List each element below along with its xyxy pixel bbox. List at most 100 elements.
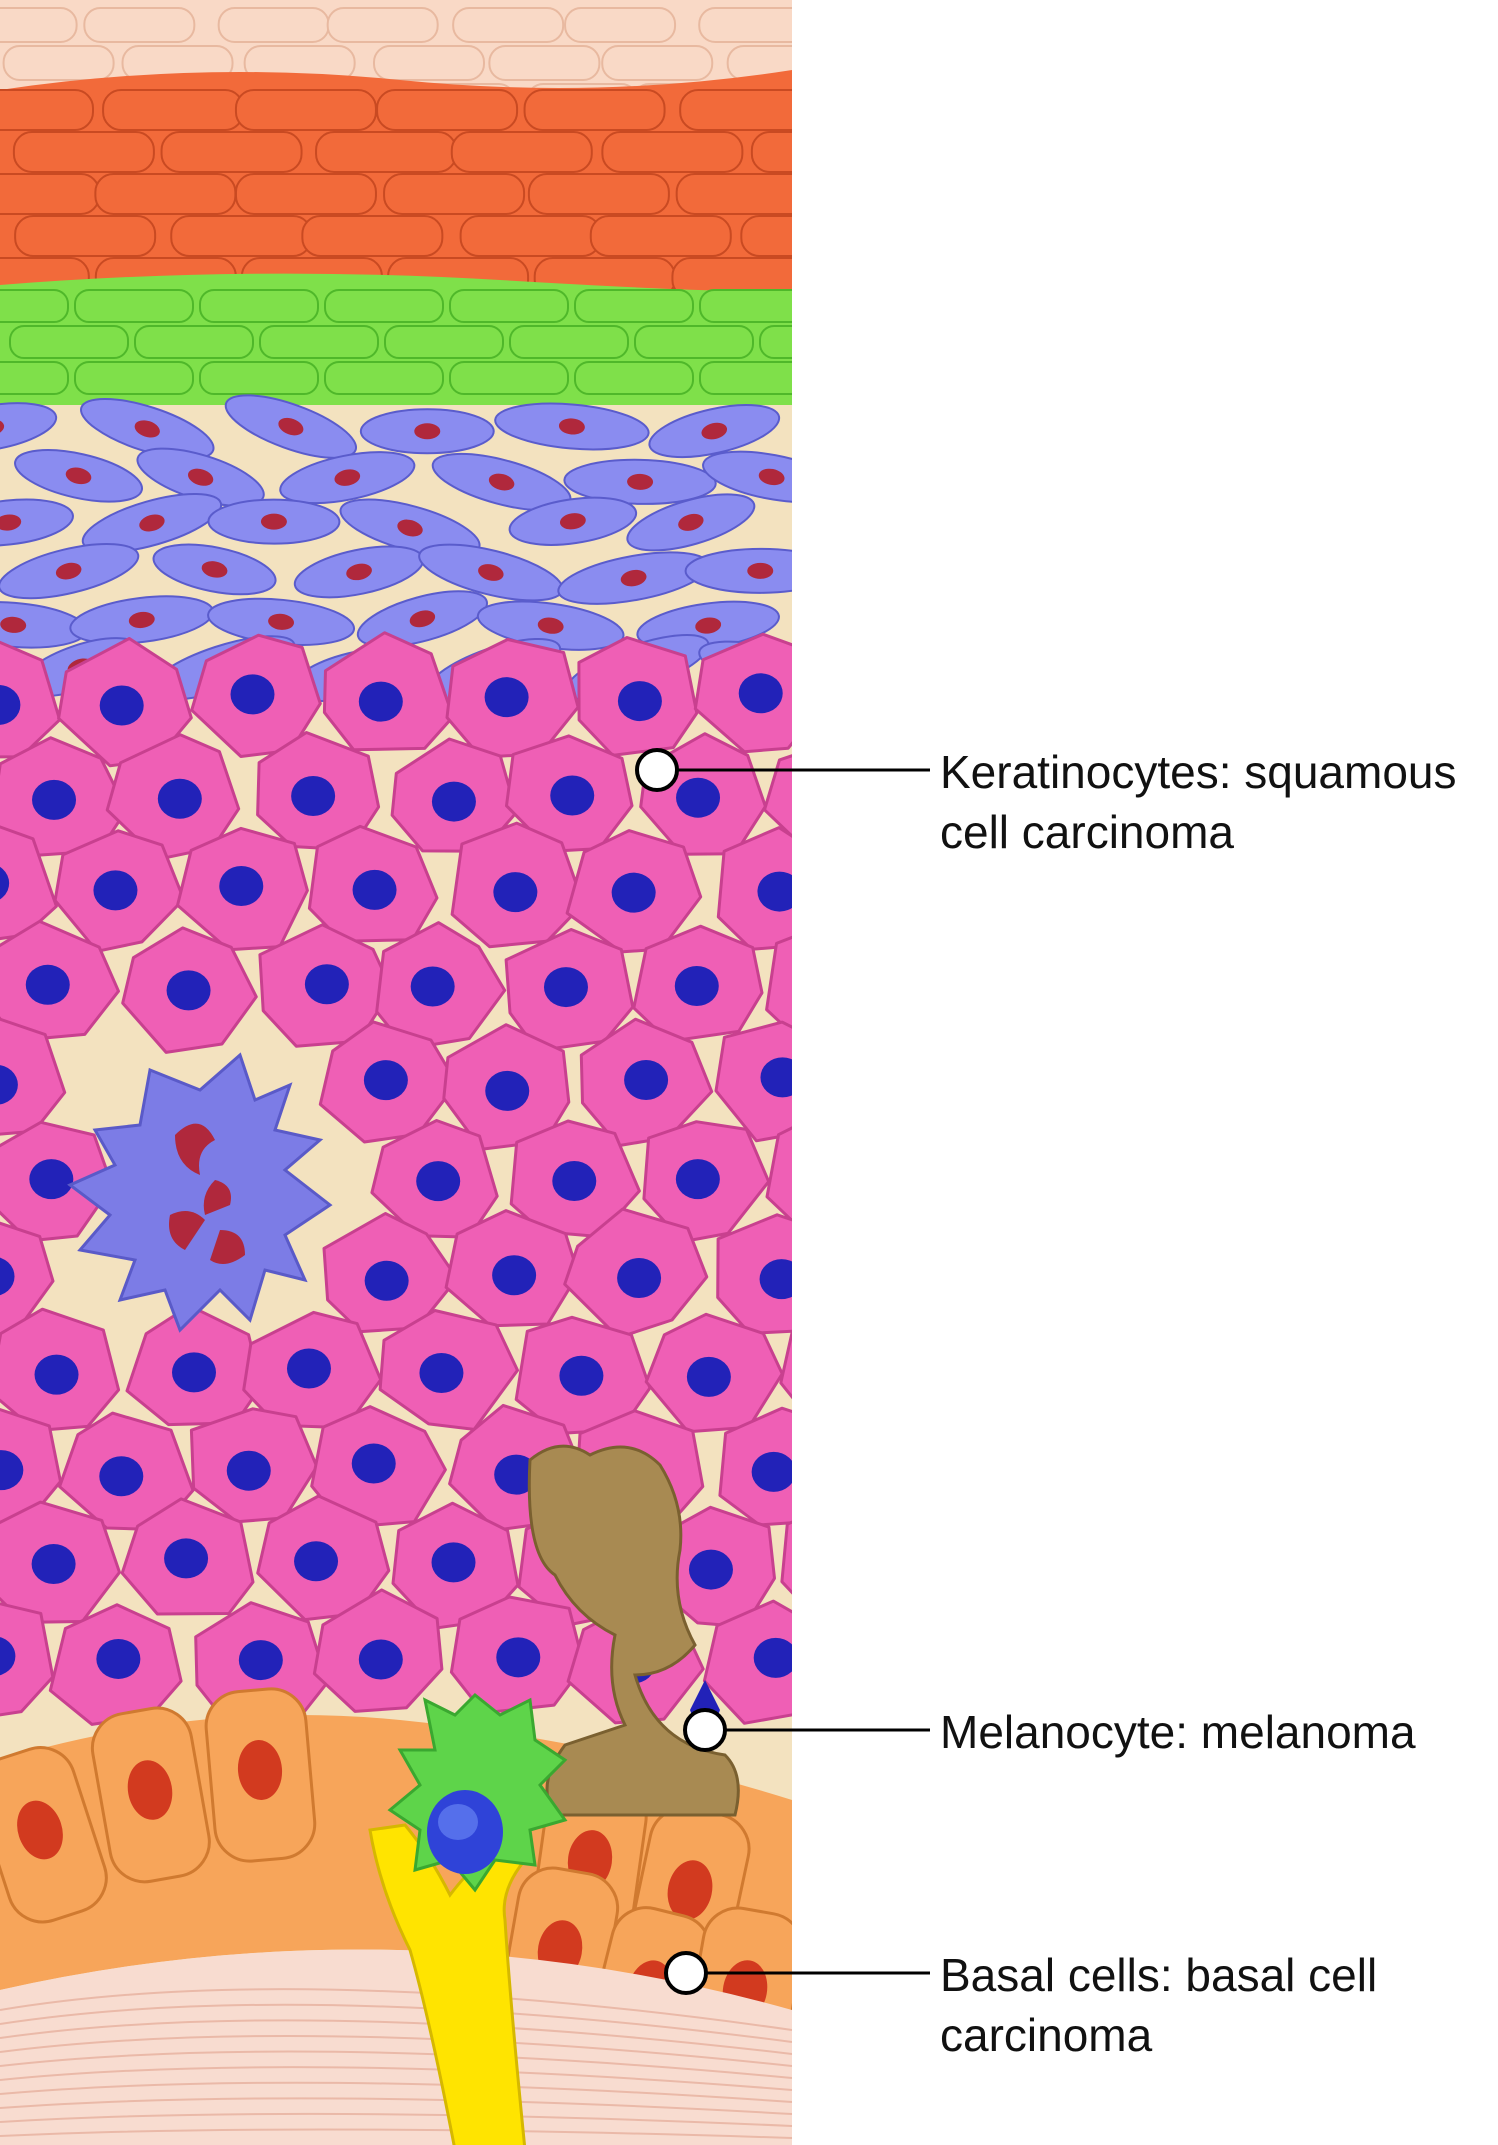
- corneum-light-cell: [0, 7, 78, 43]
- corneum-light-cell: [564, 7, 677, 43]
- keratinocyte-cell: [322, 631, 455, 752]
- keratinocyte-cell: [718, 1406, 792, 1527]
- granular-cell: [0, 498, 74, 547]
- granular-cell: [279, 451, 416, 505]
- corneum-light-cell: [217, 7, 330, 43]
- granular-cell: [563, 458, 717, 505]
- corneum-cell: [601, 131, 744, 173]
- corneum-cell: [459, 215, 602, 257]
- lucidum-cell: [759, 325, 792, 359]
- nerve-fiber: [368, 1823, 528, 2145]
- corneum-cell: [234, 173, 377, 215]
- dermis-fiber: [0, 1988, 792, 2031]
- keratinocyte-cell: [307, 824, 439, 943]
- keratinocyte-cell: [312, 1588, 444, 1713]
- lucidum-cell: [0, 361, 69, 395]
- basal-cell: [0, 1746, 108, 1924]
- granular-cell: [494, 402, 650, 451]
- granular-cell: [702, 450, 792, 504]
- merkel-cell: [368, 1692, 568, 2145]
- granular-cell: [293, 545, 425, 599]
- lucidum-cell: [449, 361, 569, 395]
- langerhans-cell: [67, 1052, 333, 1333]
- keratinocyte-cell: [0, 1500, 121, 1624]
- keratinocyte-cell: [444, 1209, 580, 1328]
- lucidum-cell: [324, 289, 444, 323]
- basal-cells-label-line1: Basal cells: basal cell: [940, 1949, 1378, 2001]
- granular-cell: [359, 408, 495, 455]
- corneum-cell: [450, 131, 593, 173]
- corneum-cell: [234, 89, 377, 131]
- corneum-cell: [740, 215, 792, 257]
- keratinocyte-cell: [125, 1304, 263, 1427]
- granular-cell: [648, 404, 781, 459]
- basal-cells-label: Basal cells: basal cell carcinoma: [940, 1945, 1377, 2065]
- granular-cell: [356, 590, 488, 648]
- basal-cell: [204, 1687, 317, 1863]
- dermis-fiber: [0, 2003, 792, 2043]
- dermis-fiber: [0, 2097, 792, 2115]
- granular-cell: [684, 547, 792, 594]
- keratinocyte-cell: [514, 1315, 652, 1435]
- lucidum-cell: [699, 289, 792, 323]
- keratinocytes-label-line2: cell carcinoma: [940, 806, 1234, 858]
- keratinocyte-cell: [642, 1120, 771, 1244]
- corneum-cell: [527, 173, 670, 215]
- lucidum-cell: [699, 361, 792, 395]
- dermis-fiber: [0, 2128, 792, 2139]
- corneum-cell: [0, 89, 94, 131]
- corneum-light-cell: [326, 7, 439, 43]
- keratinocyte-cell: [0, 736, 128, 858]
- granular-cell: [207, 498, 341, 545]
- keratinocyte-cell: [0, 1120, 114, 1243]
- keratinocyte-cell: [504, 928, 635, 1053]
- lucidum-cell: [199, 289, 319, 323]
- dermis-fiber: [0, 2019, 792, 2055]
- lucidum-cell: [199, 361, 319, 395]
- dermis-fiber: [0, 2066, 792, 2091]
- corneum-cell: [523, 89, 666, 131]
- keratinocyte-cell: [57, 637, 193, 768]
- basal-cells-label-line2: carcinoma: [940, 2009, 1153, 2061]
- corneum-cell: [383, 173, 526, 215]
- corneum-light-cell: [373, 45, 486, 81]
- corneum-light-cell: [488, 45, 601, 81]
- melanocyte-pointer: [683, 1708, 930, 1752]
- keratinocyte-cell: [120, 1497, 255, 1616]
- keratinocyte-cell: [318, 1020, 459, 1144]
- granular-cell: [81, 492, 223, 553]
- corneum-light-cell: [2, 45, 115, 81]
- keratinocyte-cell: [716, 826, 792, 951]
- corneum-cell: [376, 89, 519, 131]
- corneum-cell: [12, 131, 155, 173]
- granular-cell: [508, 496, 638, 546]
- keratinocyte-cell: [53, 829, 186, 953]
- keratinocyte-cell: [632, 924, 764, 1043]
- melanocyte-label: Melanocyte: melanoma: [940, 1702, 1416, 1762]
- keratinocytes-label-line1: Keratinocytes: squamous: [940, 746, 1457, 798]
- corneum-cell: [170, 215, 313, 257]
- lucidum-cell: [74, 361, 194, 395]
- stratum-lucidum-layer: [0, 273, 792, 405]
- keratinocytes-pointer: [635, 748, 930, 792]
- lucidum-cell: [574, 289, 694, 323]
- corneum-cell: [14, 215, 157, 257]
- lucidum-cell: [574, 361, 694, 395]
- lucidum-cell: [134, 325, 254, 359]
- keratinocyte-cell: [0, 919, 120, 1042]
- keratinocyte-cell: [714, 1020, 792, 1143]
- lucidum-cell: [9, 325, 129, 359]
- lucidum-cell: [509, 325, 629, 359]
- corneum-cell: [315, 131, 458, 173]
- corneum-cell: [102, 89, 245, 131]
- corneum-cell: [675, 173, 792, 215]
- corneum-light-cell: [452, 7, 565, 43]
- keratinocyte-cell: [375, 921, 507, 1051]
- granular-cell: [14, 449, 143, 503]
- corneum-light-cell: [601, 45, 714, 81]
- corneum-light-cell: [83, 7, 196, 43]
- basal-cell: [90, 1706, 211, 1884]
- stratum-corneum-layer: [0, 70, 792, 310]
- corneum-cell: [589, 215, 732, 257]
